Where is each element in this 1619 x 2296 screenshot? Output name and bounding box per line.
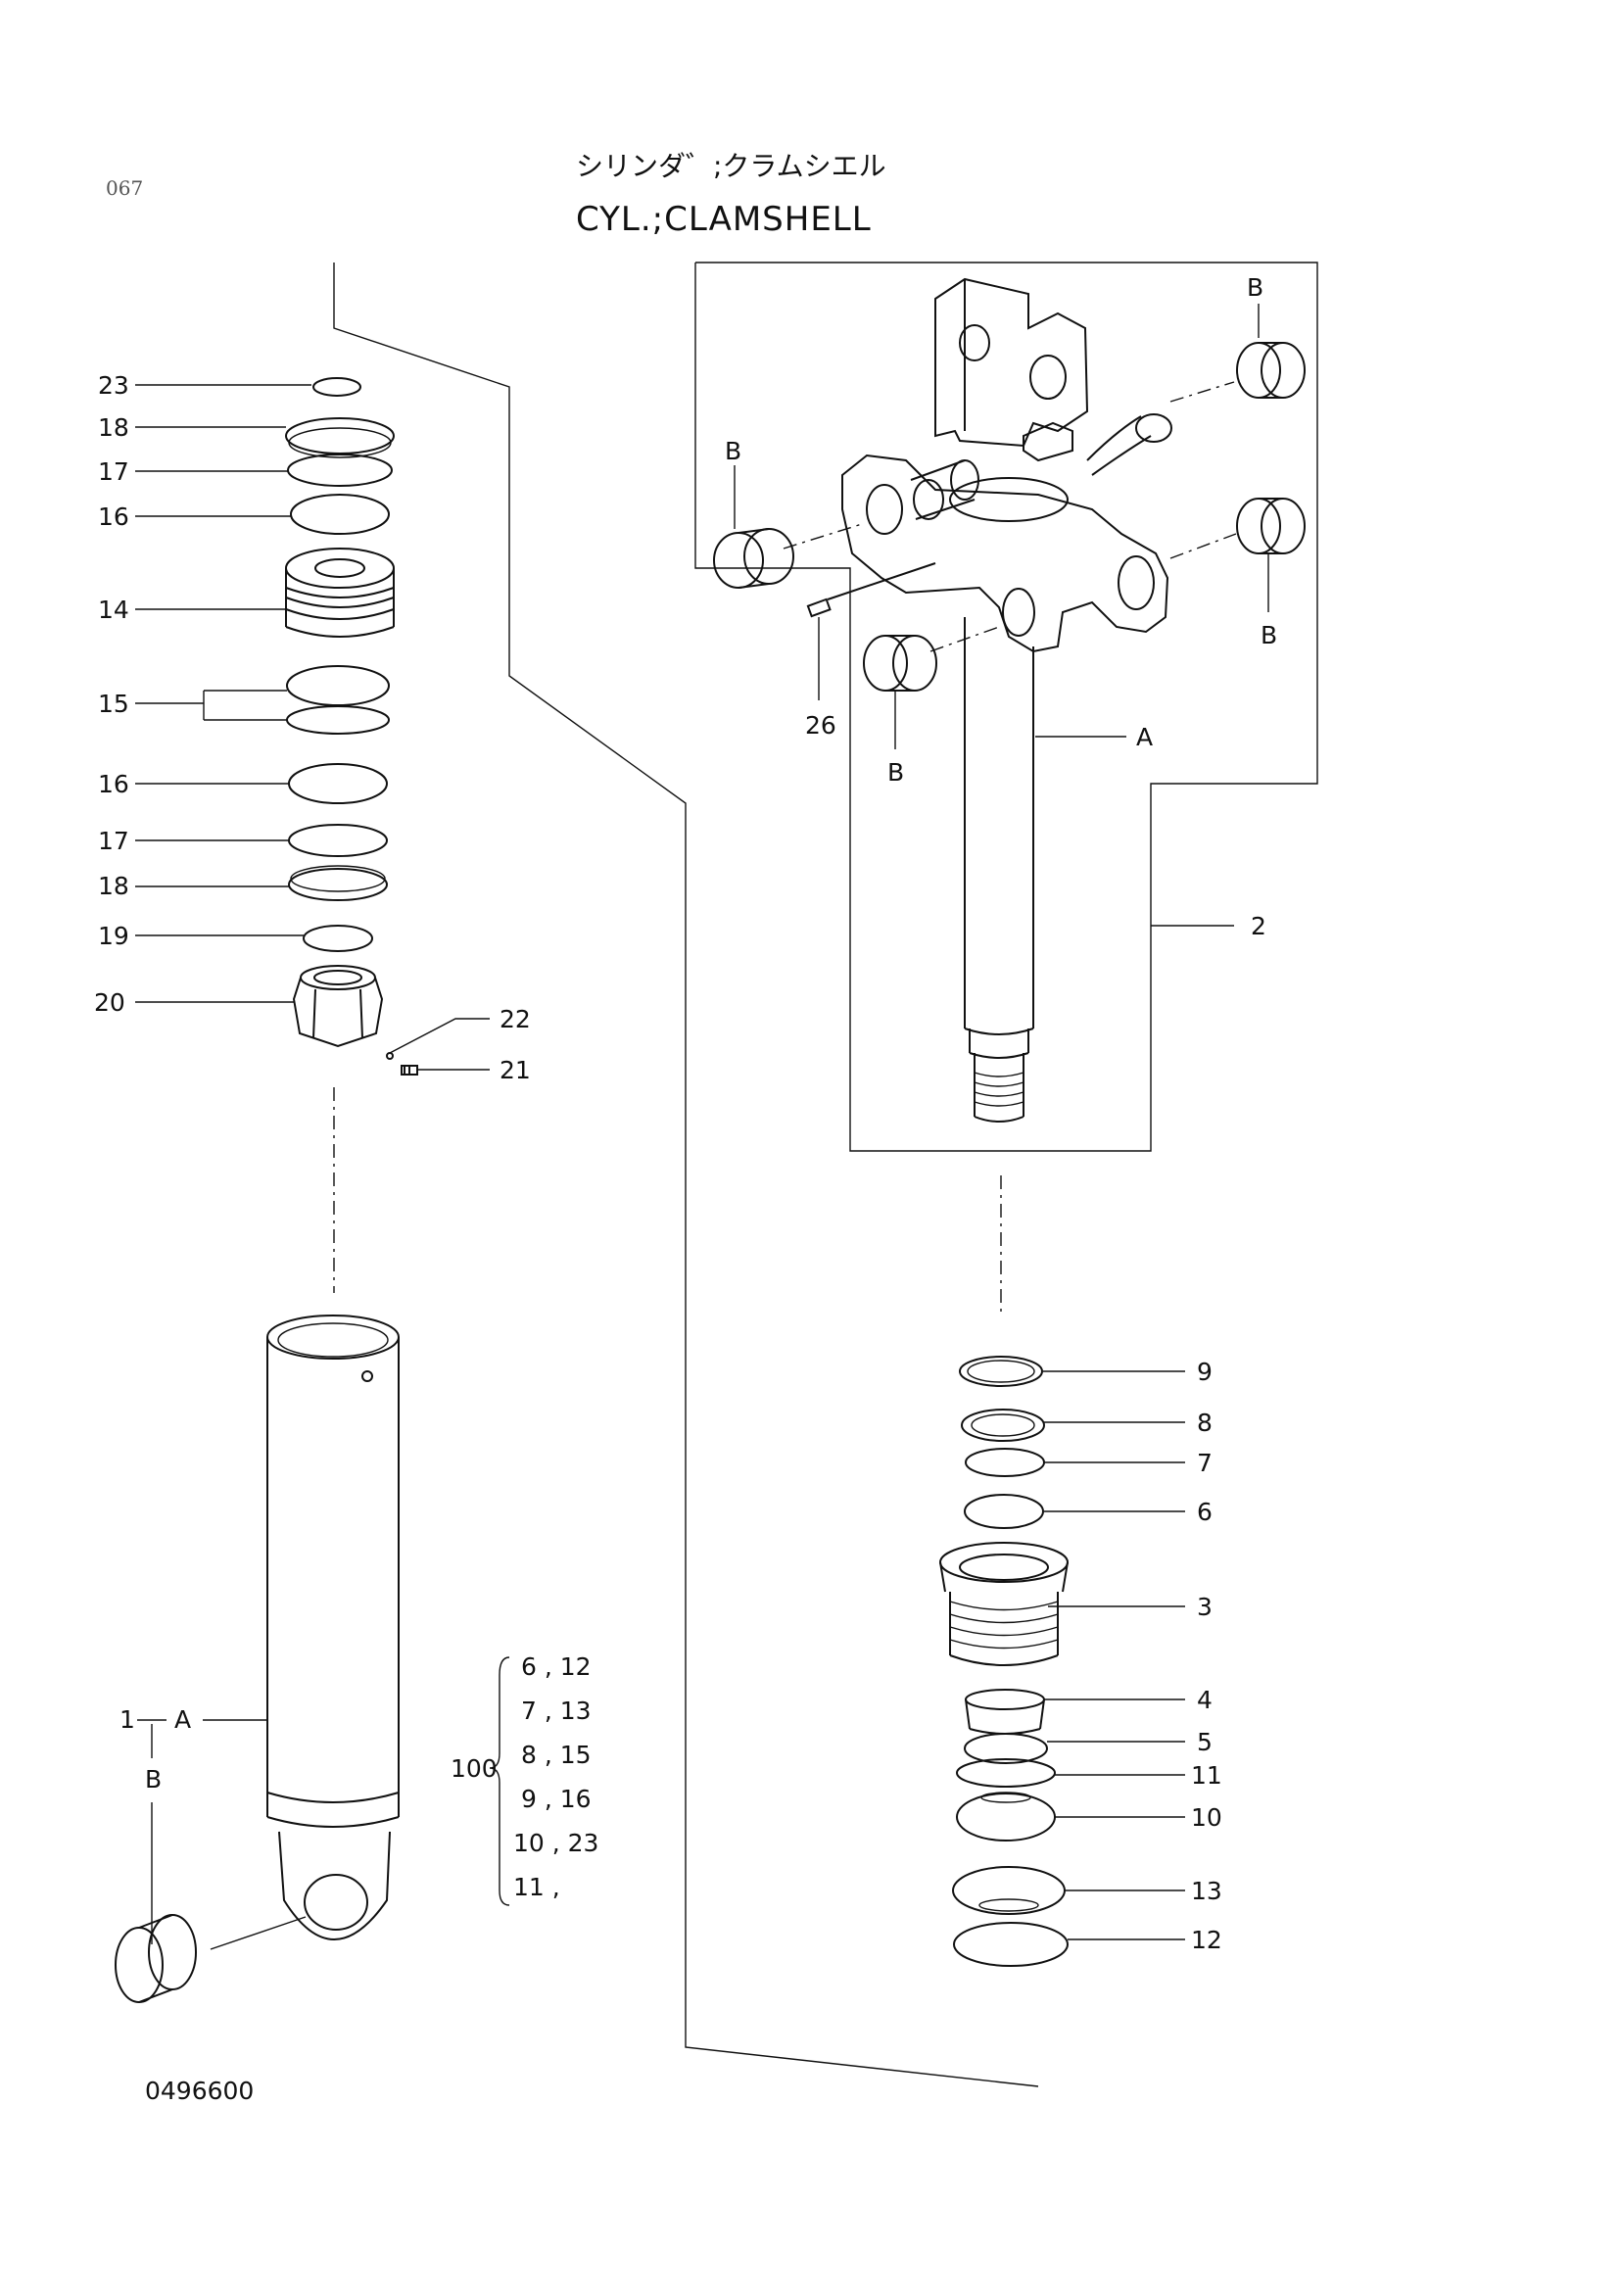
label-12: 12: [1191, 1926, 1222, 1954]
kit-row: 9 , 16: [521, 1785, 592, 1813]
part-8-ring: [961, 1409, 1045, 1442]
label-4: 4: [1197, 1686, 1213, 1714]
label-8: 8: [1197, 1409, 1213, 1437]
bushing-b-mid-right: [1236, 498, 1306, 554]
document-number: 0496600: [145, 2077, 255, 2105]
part-21-setscrew: [401, 1065, 418, 1076]
label-a-right: A: [1136, 723, 1154, 751]
label-14: 14: [98, 596, 129, 624]
bushing-b-mid-left: [713, 528, 794, 589]
label-17: 17: [98, 457, 129, 486]
label-3: 3: [1197, 1593, 1213, 1621]
label-18-lower: 18: [98, 872, 129, 900]
part-7-ring: [965, 1448, 1045, 1477]
part-17-ring-top: [287, 454, 393, 487]
part-19-washer: [303, 925, 373, 952]
kit-number: 100: [451, 1754, 498, 1783]
label-13: 13: [1191, 1877, 1222, 1905]
part-14-piston: [285, 548, 395, 638]
title-english: CYL.;CLAMSHELL: [576, 200, 872, 239]
kit-row: 6 , 12: [521, 1652, 592, 1681]
kit-brace: [489, 1656, 510, 1906]
bushing-b-top-right: [1236, 342, 1306, 399]
label-21: 21: [500, 1056, 531, 1084]
label-5: 5: [1197, 1728, 1213, 1756]
label-2: 2: [1251, 912, 1266, 940]
part-10-ring: [956, 1793, 1056, 1842]
page-number: 067: [106, 176, 144, 200]
label-16-lower: 16: [98, 770, 129, 798]
label-9: 9: [1197, 1358, 1213, 1386]
part-16-ring-top: [290, 494, 390, 535]
label-23: 23: [98, 371, 129, 400]
part-9-ring: [959, 1356, 1043, 1387]
right-group-outline: [694, 262, 1318, 1152]
label-26: 26: [805, 711, 836, 740]
label-10: 10: [1191, 1803, 1222, 1832]
part-15-ring-b: [286, 705, 390, 735]
part-16-ring-bottom: [288, 763, 388, 804]
part-23-oring: [312, 377, 361, 397]
kit-row: 7 , 13: [521, 1697, 592, 1725]
part-20-nut: [292, 965, 384, 1048]
part-1-cylinder-tube: [266, 1315, 400, 1940]
part-11-ring: [956, 1758, 1056, 1788]
label-20: 20: [94, 988, 125, 1017]
label-1: 1: [119, 1705, 135, 1734]
kit-row: 8 , 15: [521, 1741, 592, 1769]
part-18-ring-top: [285, 417, 395, 454]
label-6: 6: [1197, 1498, 1213, 1526]
label-18: 18: [98, 413, 129, 442]
bushing-b-lower: [115, 1914, 197, 2003]
part-4-bushing: [965, 1689, 1045, 1735]
label-15: 15: [98, 690, 129, 718]
part-12-ring: [953, 1922, 1069, 1967]
label-11: 11: [1191, 1761, 1222, 1790]
kit-row: 10 , 23: [513, 1829, 599, 1857]
label-19: 19: [98, 922, 129, 950]
part-15-ring-a: [286, 665, 390, 706]
kit-row: 11 ,: [513, 1873, 560, 1901]
part-26-grease-nipple: [806, 562, 936, 618]
label-b-left: B: [145, 1765, 163, 1794]
part-18-ring-bottom: [288, 868, 388, 901]
label-17-lower: 17: [98, 827, 129, 855]
part-22-ball: [386, 1052, 394, 1060]
label-b-right-bushing: B: [1261, 621, 1278, 649]
label-b-bottom-bushing: B: [887, 758, 905, 787]
left-group-outline: [333, 263, 1039, 2087]
label-b-top: B: [1247, 273, 1264, 302]
label-16: 16: [98, 502, 129, 531]
label-22: 22: [500, 1005, 531, 1033]
part-3-gland: [939, 1542, 1069, 1666]
part-17-ring-bottom: [288, 824, 388, 857]
bushing-b-bottom: [863, 635, 937, 692]
label-7: 7: [1197, 1449, 1213, 1477]
title-japanese: シリンダ゛;クラムシエル: [576, 150, 886, 182]
part-6-ring: [964, 1494, 1044, 1529]
part-13-ring: [952, 1866, 1066, 1915]
label-b-left-bushing: B: [725, 437, 742, 465]
part-5-ring: [964, 1733, 1048, 1764]
part-2-piston-rod: [841, 277, 1172, 1123]
label-a-left: A: [174, 1705, 192, 1734]
